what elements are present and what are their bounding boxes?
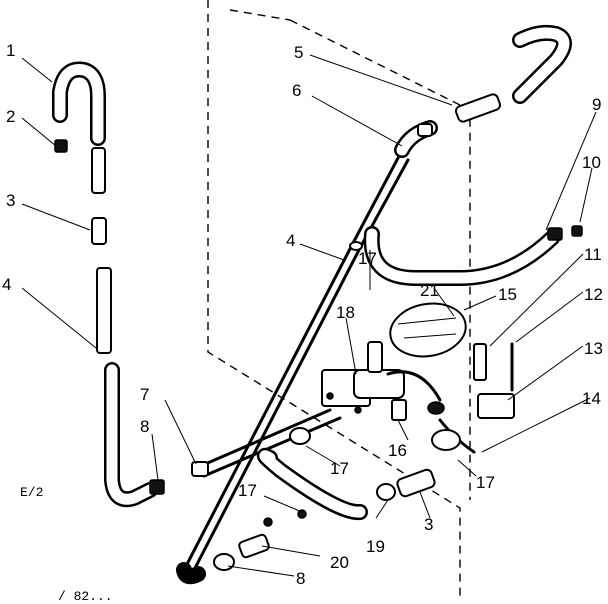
valve-assembly [321,302,467,421]
callout-11: 11 [584,245,602,264]
left-tube-assembly [52,61,165,508]
callout-13: 13 [584,339,603,358]
callout-19: 19 [366,537,385,556]
part-17-ring [376,483,396,501]
callout-16: 16 [388,441,407,460]
callout-17b: 17 [330,459,349,478]
callout-4b: 4 [286,231,295,250]
part-16-fitting [391,399,407,421]
lower-hose [191,408,436,571]
callout-12: 12 [584,285,603,304]
callout-7: 7 [140,385,149,404]
callout-17d: 17 [476,473,495,492]
part-11-pin [473,343,487,381]
right-hose-loop [363,225,583,286]
callout-17c: 17 [238,481,257,500]
part-7-fitting [191,461,209,477]
callout-15: 15 [498,285,517,304]
callout-3: 3 [6,191,15,210]
callout-4: 4 [2,275,11,294]
callout-9: 9 [592,95,601,114]
callout-20: 20 [330,553,349,572]
part-6-elbow [417,123,433,137]
part-3-connector [396,468,436,498]
part-20-adapter [238,533,270,559]
callout-3b: 3 [424,515,433,534]
callout-2: 2 [6,107,15,126]
part-5-sleeve [454,93,502,123]
callout-21: 21 [420,281,439,300]
part-4-tube [96,267,112,354]
callout-8: 8 [140,417,149,436]
part-21-cover [389,302,467,358]
part-8-clamp [149,479,165,495]
callout-labels: 1 2 3 4 5 6 4 7 8 9 10 11 12 13 14 15 16… [2,41,603,604]
leader-lines [21,54,597,577]
callout-5: 5 [294,43,303,62]
corner-mark: E/2 [20,485,43,500]
callout-18: 18 [336,303,355,322]
upper-hose [394,24,572,158]
callout-8b: 8 [296,569,305,588]
callout-1: 1 [6,41,15,60]
callout-10: 10 [582,153,601,172]
callout-17a: 17 [358,249,377,268]
part-3-connector [91,217,107,245]
part-8-clamp [213,553,235,571]
part-13-switch [477,393,515,419]
part-2-cap [54,139,68,153]
callout-14: 14 [582,389,601,408]
part-17-ring [289,427,311,445]
tube-segment [91,147,106,194]
footer-mark: / 82... [58,589,113,604]
callout-6: 6 [292,81,301,100]
right-side-parts [431,342,515,454]
